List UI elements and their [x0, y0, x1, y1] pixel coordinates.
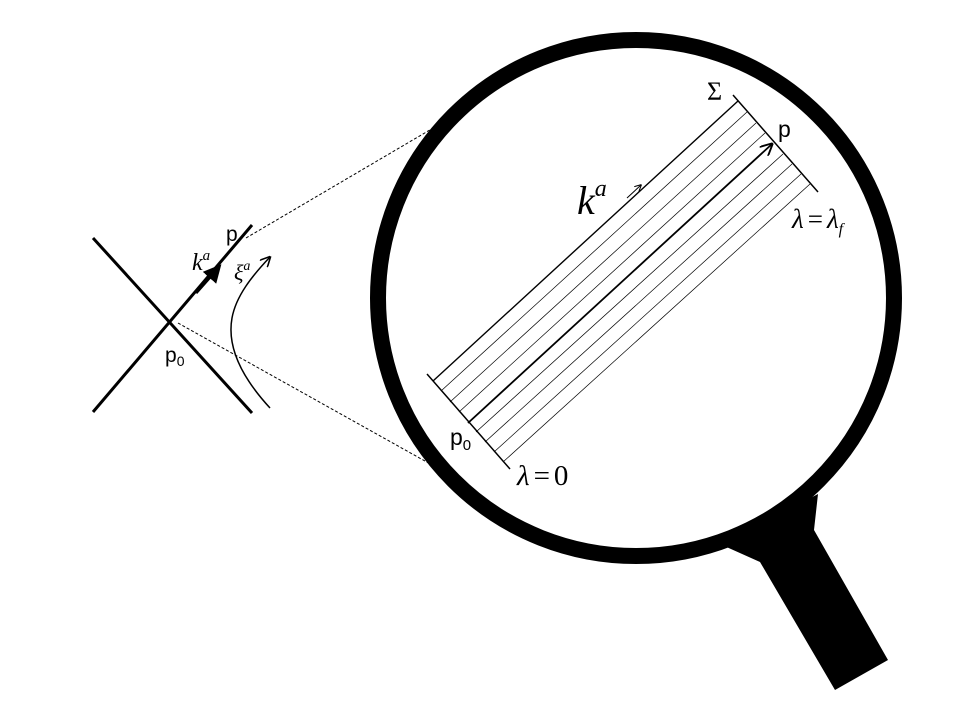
- left-point-p-label: p: [226, 223, 238, 246]
- generator-line: [475, 153, 784, 433]
- magnified-point-p-label: p: [778, 116, 791, 142]
- zoom-line-lower: [177, 322, 442, 471]
- generator-line: [449, 122, 757, 403]
- magnified-k-vector-label: ka: [577, 176, 607, 223]
- generator-line: [484, 163, 793, 443]
- sigma-cross-section: [732, 94, 819, 193]
- horizon-line-descending: [91, 236, 254, 415]
- zoom-guide-lines: [177, 123, 442, 471]
- magnifier-handle: [722, 494, 888, 690]
- k-vector-arrow: [194, 264, 222, 294]
- horizon-line-ascending: [91, 224, 254, 413]
- magnifying-glass: [370, 32, 902, 690]
- left-diagram: p p0 ka ξa: [91, 223, 270, 415]
- central-generator-arrow: [467, 144, 772, 424]
- sigma-label: Σ: [707, 77, 722, 106]
- generator-line: [432, 100, 739, 382]
- lambda-f-label: λ=λf: [791, 204, 846, 238]
- lambda-zero-label: λ=0: [516, 460, 568, 492]
- magnified-view: Σ p ka λ=λf p0 λ=0: [426, 77, 846, 492]
- left-point-p0-label: p0: [165, 344, 185, 369]
- left-xi-vector-label: ξa: [234, 259, 250, 285]
- generator-line: [493, 173, 802, 453]
- magnifier-lens-rim: [370, 32, 902, 564]
- zoom-line-upper: [245, 123, 441, 239]
- generator-line: [440, 111, 748, 392]
- magnified-point-p0-label: p0: [450, 424, 471, 454]
- k-direction-arrow: [626, 185, 641, 199]
- generator-line: [458, 132, 766, 413]
- generator-line: [502, 183, 811, 463]
- left-k-vector-label: ka: [192, 248, 210, 276]
- xi-flow-curve: [230, 257, 270, 409]
